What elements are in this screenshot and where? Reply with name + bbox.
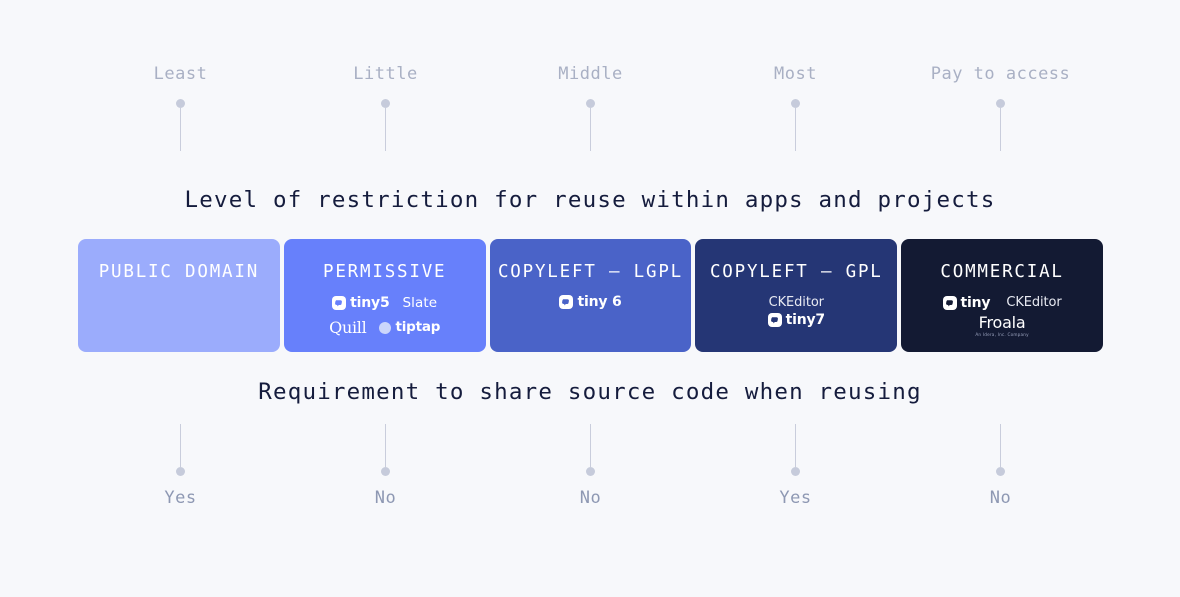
logo-row: tiny7 [767, 312, 826, 328]
marker-stem-line [384, 424, 387, 467]
brand-tiny6: tiny 6 [559, 294, 622, 310]
bottom-marker-label: No [579, 488, 602, 508]
brand-tiny7: tiny7 [767, 312, 826, 328]
marker-dot-icon [996, 467, 1005, 476]
bottom-marker-label: No [989, 488, 1012, 508]
marker-stem-line [999, 108, 1002, 151]
top-marker-4: Pay to access [898, 64, 1103, 169]
top-marker-0: Least [78, 64, 283, 169]
top-marker-row: Least Little Middle Most Pay to access [78, 64, 1103, 169]
license-cell-title: PERMISSIVE [323, 262, 447, 282]
bottom-marker-0: Yes [78, 424, 283, 529]
tiny-logo-icon [332, 296, 347, 310]
marker-dot-icon [791, 467, 800, 476]
license-cell-title: PUBLIC DOMAIN [98, 262, 260, 282]
marker-dot-icon [791, 99, 800, 108]
logo-row: tiny CKEditor [942, 294, 1062, 311]
license-cell-title: COMMERCIAL [940, 262, 1064, 282]
brand-label: tiny [960, 294, 991, 311]
bottom-marker-label: No [374, 488, 397, 508]
bottom-marker-2: No [488, 424, 693, 529]
marker-stem-line [589, 424, 592, 467]
license-cell-public-domain[interactable]: PUBLIC DOMAIN [78, 239, 280, 352]
brand-label: Froala [978, 313, 1026, 332]
top-marker-1: Little [283, 64, 488, 169]
license-cell-permissive[interactable]: PERMISSIVE tiny5 Slate Quill tiptap [283, 239, 486, 352]
tiny-logo-icon [559, 295, 574, 309]
marker-stem-line [999, 424, 1002, 467]
top-marker-2: Middle [488, 64, 693, 169]
marker-dot-icon [586, 467, 595, 476]
bottom-marker-1: No [283, 424, 488, 529]
logo-group: tiny5 Slate Quill tiptap [329, 295, 440, 337]
license-cell-commercial[interactable]: COMMERCIAL tiny CKEditor Froala An Idera… [901, 239, 1103, 352]
top-marker-label: Little [353, 64, 418, 84]
marker-stem-line [794, 108, 797, 151]
brand-tiny: tiny [942, 294, 991, 311]
marker-dot-icon [381, 467, 390, 476]
brand-slate: Slate [402, 295, 438, 311]
top-marker-label: Middle [558, 64, 623, 84]
license-bar: PUBLIC DOMAIN PERMISSIVE tiny5 Slate Qui… [78, 239, 1103, 352]
marker-dot-icon [176, 99, 185, 108]
brand-sublabel: An Idera, Inc. Company [975, 332, 1029, 337]
brand-froala: Froala An Idera, Inc. Company [975, 315, 1028, 337]
marker-stem-line [794, 424, 797, 467]
marker-stem-line [384, 108, 387, 151]
bottom-marker-label: Yes [164, 488, 197, 508]
marker-dot-icon [381, 99, 390, 108]
tiny-logo-icon [767, 313, 782, 327]
license-cell-copyleft-lgpl[interactable]: COPYLEFT — LGPL tiny 6 [489, 239, 692, 352]
top-marker-3: Most [693, 64, 898, 169]
logo-row: Froala An Idera, Inc. Company [975, 315, 1028, 337]
brand-tiptap: tiptap [379, 318, 441, 335]
brand-ckeditor: CKEditor [1006, 295, 1062, 310]
brand-ckeditor: CKEditor [768, 295, 824, 310]
bottom-axis-heading: Requirement to share source code when re… [258, 379, 922, 405]
license-cell-title: COPYLEFT — GPL [709, 262, 883, 282]
tiptap-logo-icon [379, 321, 392, 334]
brand-quill: Quill [329, 318, 367, 337]
marker-dot-icon [586, 99, 595, 108]
top-marker-label: Least [153, 64, 208, 84]
logo-group: CKEditor tiny7 [767, 295, 826, 328]
top-marker-label: Most [774, 64, 817, 84]
brand-label: tiptap [395, 318, 441, 335]
bottom-marker-3: Yes [693, 424, 898, 529]
marker-stem-line [179, 108, 182, 151]
brand-label: tiny 6 [577, 294, 622, 310]
marker-stem-line [589, 108, 592, 151]
license-cell-copyleft-gpl[interactable]: COPYLEFT — GPL CKEditor tiny7 [695, 239, 898, 352]
top-marker-label: Pay to access [930, 64, 1071, 84]
logo-row: Quill tiptap [329, 318, 440, 337]
marker-dot-icon [176, 467, 185, 476]
marker-dot-icon [996, 99, 1005, 108]
bottom-marker-4: No [898, 424, 1103, 529]
brand-label: tiny7 [785, 312, 826, 328]
bottom-marker-row: Yes No No Yes No [78, 424, 1103, 529]
tiny-logo-icon [942, 295, 957, 310]
logo-row: tiny 6 [559, 294, 622, 310]
logo-group: tiny 6 [559, 294, 622, 310]
logo-row: tiny5 Slate [332, 295, 437, 311]
top-axis-heading: Level of restriction for reuse within ap… [184, 187, 996, 213]
brand-tiny5: tiny5 [332, 295, 390, 311]
logo-group: tiny CKEditor Froala An Idera, Inc. Comp… [942, 294, 1062, 337]
bottom-marker-label: Yes [779, 488, 812, 508]
license-cell-title: COPYLEFT — LGPL [497, 262, 684, 282]
marker-stem-line [179, 424, 182, 467]
logo-row: CKEditor [769, 295, 824, 310]
brand-label: tiny5 [350, 295, 390, 311]
